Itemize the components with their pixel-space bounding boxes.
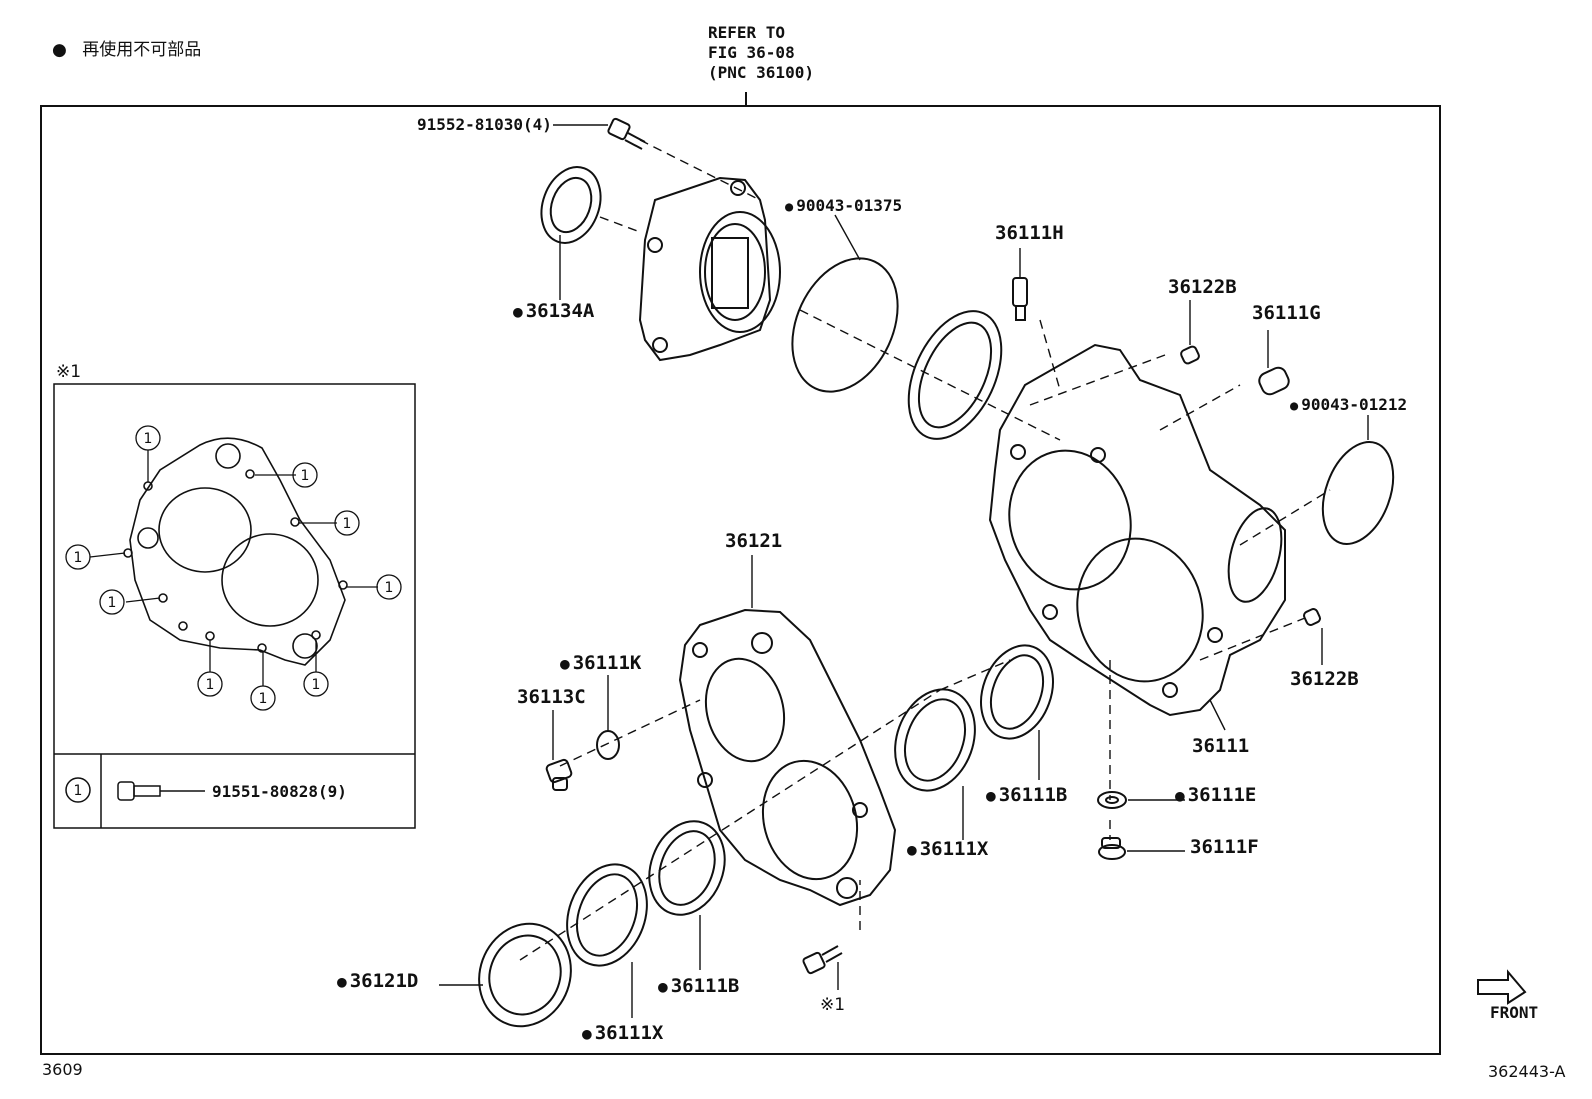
- footer-fig-number: 3609: [42, 1060, 83, 1079]
- refer-line-3: (PNC 36100): [708, 63, 814, 82]
- part-36134A[interactable]: 36134A: [513, 300, 595, 322]
- refer-line-1: REFER TO: [708, 23, 786, 42]
- front-label: FRONT: [1490, 1003, 1539, 1022]
- o-ring-90043-01375-drawing: [791, 257, 899, 393]
- svg-text:1: 1: [259, 691, 268, 707]
- part-36111F[interactable]: 36111F: [1190, 836, 1259, 858]
- legend-bullet: ●: [52, 40, 67, 60]
- legend-text: 再使用不可部品: [82, 40, 202, 60]
- part-90043-01212[interactable]: 90043-01212: [1290, 395, 1407, 414]
- inset-callouts: [65, 425, 402, 711]
- oil-seal-36134A-drawing: [540, 166, 602, 244]
- svg-text:1: 1: [108, 595, 117, 611]
- part-36111G[interactable]: 36111G: [1252, 302, 1321, 324]
- o-ring-36111K-drawing: [596, 730, 620, 760]
- bolt-91552-drawing: [607, 117, 646, 150]
- part-note1-bolt[interactable]: ※1: [820, 995, 846, 1015]
- bolt-note1-drawing: [802, 945, 843, 975]
- transfer-case-36111-drawing: [988, 343, 1286, 717]
- cap-36111G-drawing: [1258, 366, 1290, 396]
- footer-drawing-id: 362443-A: [1488, 1062, 1566, 1081]
- assembly-axes: [519, 139, 1331, 961]
- refer-line-2: FIG 36-08: [708, 43, 795, 62]
- part-36121D[interactable]: 36121D: [337, 970, 419, 992]
- refer-note: REFER TO FIG 36-08 (PNC 36100): [708, 23, 814, 83]
- svg-text:1: 1: [385, 580, 394, 596]
- svg-text:1: 1: [343, 516, 352, 532]
- part-36111B-mid[interactable]: 36111B: [986, 784, 1068, 806]
- svg-text:1: 1: [206, 677, 215, 693]
- inset-bolt-drawing: [65, 777, 205, 803]
- plug-36113C-drawing: [545, 758, 573, 791]
- inset-gasket-drawing: [123, 437, 348, 666]
- part-36111X-low[interactable]: 36111X: [582, 1022, 664, 1044]
- inset-marker: ※1: [56, 362, 82, 382]
- bearing-36111X-low-drawing: [566, 863, 648, 967]
- part-91552-81030[interactable]: 91552-81030(4): [417, 115, 552, 134]
- washer-36111E-drawing: [1097, 791, 1127, 809]
- sensor-36111H-drawing: [1012, 277, 1028, 321]
- inset-bolt-label[interactable]: 91551-80828(9): [212, 782, 347, 801]
- part-36111E[interactable]: 36111E: [1175, 784, 1257, 806]
- svg-text:1: 1: [312, 677, 321, 693]
- legend-row: ● 再使用不可部品: [52, 35, 201, 60]
- part-36111X-mid[interactable]: 36111X: [907, 838, 989, 860]
- inset-frame: [53, 383, 416, 829]
- front-arrow-icon: [1477, 969, 1527, 1005]
- o-ring-90043-01212-drawing: [1321, 441, 1395, 545]
- svg-text:1: 1: [144, 431, 153, 447]
- cup-36121D-drawing: [478, 922, 572, 1028]
- part-36111H[interactable]: 36111H: [995, 222, 1064, 244]
- race-36111B-low-drawing: [648, 820, 726, 916]
- part-36111K[interactable]: 36111K: [560, 652, 642, 674]
- pin-36122B-bottom-drawing: [1303, 608, 1321, 626]
- plug-36111F-drawing: [1098, 837, 1126, 860]
- part-36121[interactable]: 36121: [725, 530, 783, 552]
- part-36122B-bottom[interactable]: 36122B: [1290, 668, 1359, 690]
- label-leaders: [439, 124, 1369, 1018]
- pin-36122B-top-drawing: [1180, 345, 1200, 365]
- svg-text:1: 1: [301, 468, 310, 484]
- main-frame: [40, 105, 1441, 1055]
- svg-text:1: 1: [74, 783, 83, 799]
- part-90043-01375[interactable]: 90043-01375: [785, 196, 902, 215]
- front-case-36121-drawing: [678, 608, 897, 907]
- bearing-36111X-mid-drawing: [894, 688, 976, 792]
- svg-text:1: 1: [74, 550, 83, 566]
- race-36111B-mid-drawing: [980, 644, 1054, 740]
- rear-cover-drawing: [638, 176, 781, 362]
- part-36111[interactable]: 36111: [1192, 735, 1250, 757]
- part-36122B-top[interactable]: 36122B: [1168, 276, 1237, 298]
- sensor-rotor-drawing: [907, 310, 1003, 440]
- part-36113C[interactable]: 36113C: [517, 686, 586, 708]
- part-36111B-low[interactable]: 36111B: [658, 975, 740, 997]
